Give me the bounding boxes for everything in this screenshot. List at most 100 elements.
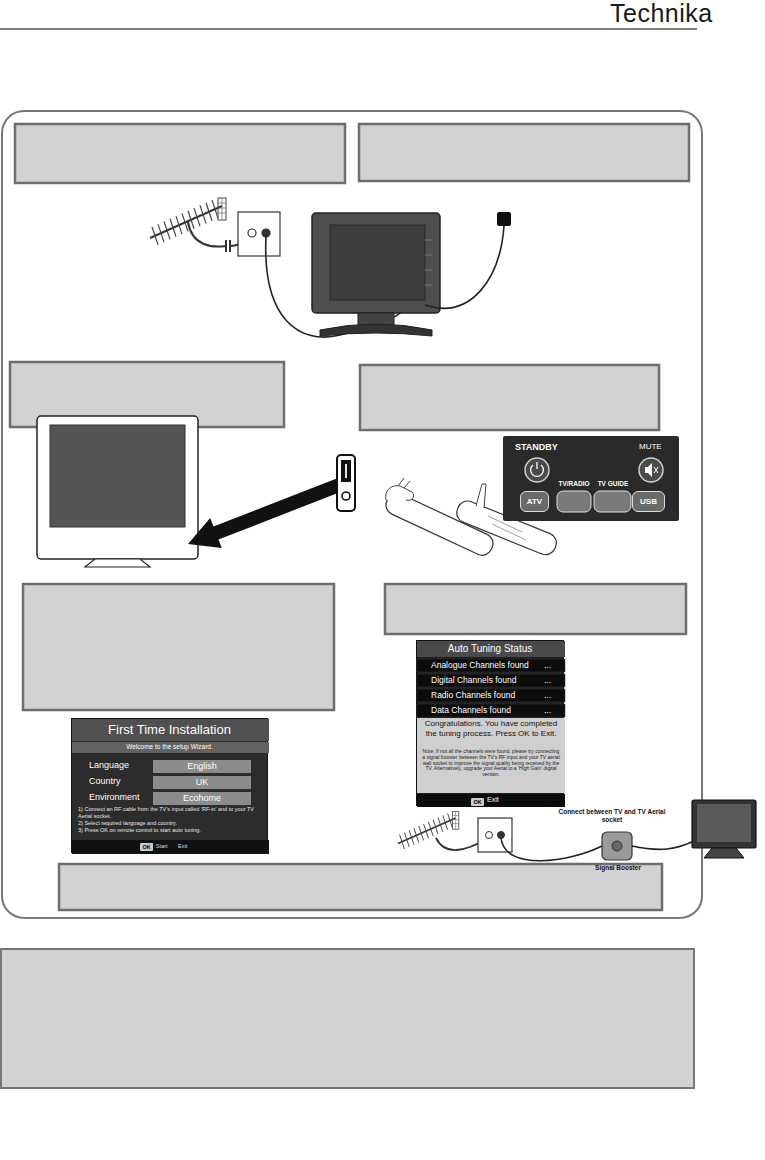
signal-booster [602,832,632,860]
power-icon [536,462,537,469]
instruction: 1) Connect an RF cable from the TV's inp… [78,806,264,819]
status-value: ... [544,705,551,715]
title-bar [417,641,565,657]
status-value: ... [544,660,551,670]
callout-text: Connect between TV and TV Aerial socket [552,808,672,824]
tv-front [692,800,756,848]
note-box [1,949,694,1088]
step-box [23,584,334,710]
socket-hole [248,229,256,237]
socket-hole [486,832,493,839]
tv-screen [50,425,185,527]
field-value: UK [153,776,251,789]
tv-screen [697,804,751,842]
footer-bar [72,840,269,854]
hand [386,478,414,500]
tv-stand [85,559,150,567]
instruction: 2) Select required language and country. [78,820,264,827]
field-label: Country [89,776,121,787]
tv-vents [425,240,432,285]
brand-logo: Technika [610,0,713,28]
status-value: ... [544,675,551,685]
status-value: ... [544,690,551,700]
wall-socket [238,212,280,256]
pointer-arrow [188,474,355,548]
tv-back [312,213,440,313]
button-label: MUTE [639,442,662,452]
button-label: TV GUIDE [589,480,637,488]
ok-key: OK [140,843,153,851]
rf-cable [501,838,602,861]
status-row: Digital Channels found [431,675,517,685]
mute-icon [654,467,658,473]
ok-key: OK [471,798,484,806]
button-label: STANDBY [515,442,558,453]
channel-row [417,674,565,687]
channel-row [417,689,565,702]
status-row: Radio Channels found [431,690,515,700]
step-box [59,864,662,910]
switch-on-symbol [345,464,347,478]
button-label: USB [633,497,664,507]
subtitle-bar [72,742,269,753]
standby-button [525,458,549,482]
remote-button [557,491,591,512]
tv-back-panel [330,225,425,300]
field-value: English [153,760,251,773]
field-label: Environment [89,792,140,803]
tv-base [320,324,432,336]
callout-text: Signal Booster [588,864,648,872]
mute-icon [645,463,652,477]
field-text: English [153,761,251,772]
key-text: OK [471,799,484,805]
switch-rocker [341,460,351,482]
remote-button: USB [632,491,665,512]
screen-title: First Time Installation [72,722,267,738]
screen-note: Note: If not all the channels were found… [421,749,561,778]
key-hint: Exit [487,796,499,804]
mute-button [639,458,663,482]
step-box [360,365,659,430]
power-switch [337,455,355,511]
mains-plug [497,212,511,226]
mains-cable [425,226,504,308]
message-band [417,718,565,793]
field-text: UK [153,777,251,788]
step-box [385,584,686,634]
screen-message: Congratulations. You have completed the … [420,719,562,738]
status-row: Data Channels found [431,705,511,715]
screen-text: Welcome to the setup Wizard. [72,743,267,751]
status-row: Analogue Channels found [431,660,529,670]
field-text: Ecohome [153,793,251,804]
title-bar [72,719,269,741]
remote-button: ATV [520,491,549,512]
button-label: TV/RADIO [549,480,599,488]
aerial [398,812,459,849]
tv-front [37,416,198,559]
field-label: Language [89,760,129,771]
button-label: ATV [521,497,548,507]
wall-socket [478,818,512,852]
socket-hole [498,832,505,839]
key-hint: Exit [178,843,187,850]
step-box [15,124,345,183]
channel-row [417,659,565,672]
key-hint: Start [156,843,168,850]
tuning-screen: Auto Tuning StatusAnalogue Channels foun… [416,640,564,806]
cable-joint [226,240,230,252]
tv-stand [704,848,744,858]
aerial [150,198,226,245]
header-rule [0,28,697,30]
socket-hole [262,229,270,237]
screen-title: Auto Tuning Status [417,643,563,655]
instruction: 3) Press OK on remote control to start a… [78,827,264,834]
key-text: OK [140,844,153,850]
switch-off-symbol [342,492,350,500]
step-box [359,124,689,181]
remote-panel: STANDBY MUTE TV/RADIOTV GUIDE ATV USB [503,436,679,521]
remote-button [594,491,631,512]
rf-cable [632,840,696,849]
battery [476,484,486,508]
booster-knob [612,841,622,851]
